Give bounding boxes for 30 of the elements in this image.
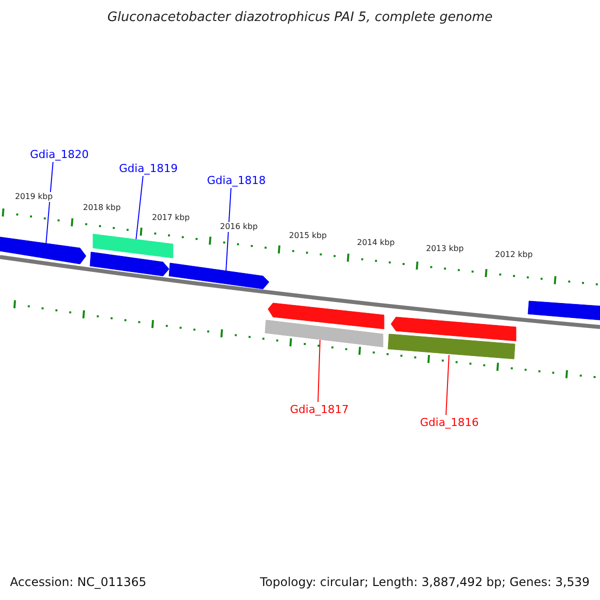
scale-label: 2013 kbp [426, 244, 464, 254]
gene-feature [268, 302, 384, 330]
gene-feature [390, 316, 516, 342]
footer-text: Accession: NC_011365 [10, 575, 146, 590]
footer-text: Topology: circular; Length: 3,887,492 bp; Genes: 3,539 [260, 575, 590, 590]
leader-line [446, 354, 450, 416]
gene-label: Gdia_1820 [30, 148, 89, 162]
leader-line [226, 188, 232, 272]
scale-label: 2015 kbp [289, 231, 327, 241]
gene-feature [528, 300, 600, 320]
gene-label: Gdia_1818 [207, 174, 266, 188]
gene-feature [92, 234, 174, 258]
scale-label: 2014 kbp [357, 238, 395, 248]
scale-label: 2017 kbp [152, 213, 190, 223]
gene-label: Gdia_1819 [119, 162, 178, 176]
title: Gluconacetobacter diazotrophicus PAI 5, complete genome [106, 10, 494, 26]
gene-feature [264, 320, 384, 348]
scale-label: 2019 kbp [15, 192, 53, 202]
gene-feature [388, 334, 516, 360]
gene-feature [168, 262, 270, 290]
scale-label: 2012 kbp [495, 250, 533, 260]
leader-line [136, 176, 144, 240]
gene-label: Gdia_1817 [290, 403, 349, 416]
scale-label: 2018 kbp [83, 203, 121, 213]
gene-feature [90, 252, 170, 276]
leader-line [46, 162, 54, 244]
gene-label: Gdia_1816 [420, 416, 479, 430]
gene-feature [0, 236, 86, 264]
leader-line [318, 340, 320, 402]
scale-label: 2016 kbp [220, 222, 258, 232]
